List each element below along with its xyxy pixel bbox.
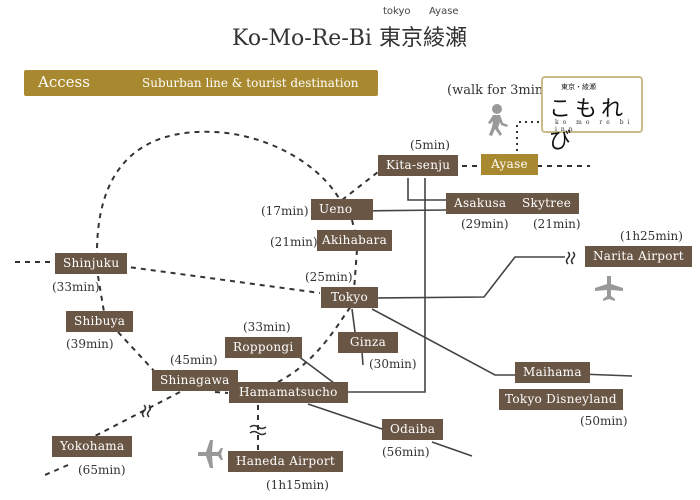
- odaiba-southeast-line: [431, 441, 473, 457]
- walking-person-icon: [488, 104, 508, 136]
- station-maihama[interactable]: Maihama: [515, 362, 590, 383]
- time-shinagawa: (45min): [170, 353, 218, 367]
- title-sub-tokyo: tokyo: [383, 6, 411, 17]
- tokyo-maihama-line: [371, 308, 515, 376]
- hotel-logo: 東京・綾瀬 こもれび ko mo re bi inn: [541, 76, 643, 154]
- station-narita-airport[interactable]: Narita Airport: [585, 246, 692, 267]
- akihabara-tokyo-line: [353, 249, 358, 291]
- title-kanji: 東京綾瀬: [378, 26, 467, 51]
- time-roppongi: (33min): [243, 320, 291, 334]
- station-yokohama[interactable]: Yokohama: [52, 436, 133, 457]
- access-banner: Access Suburban line & tourist destinati…: [24, 70, 378, 96]
- time-odaiba: (56min): [382, 445, 430, 459]
- station-shibuya[interactable]: Shibuya: [66, 311, 134, 332]
- title-sub-ayase: Ayase: [429, 6, 459, 17]
- walk-path: [516, 121, 540, 152]
- station-asakusa[interactable]: Asakusa: [446, 193, 515, 214]
- station-ginza[interactable]: Ginza: [338, 332, 398, 353]
- station-roppongi[interactable]: Roppongi: [225, 337, 302, 358]
- time-narita-airport: (1h25min): [620, 229, 683, 243]
- station-ueno[interactable]: Ueno: [311, 199, 373, 220]
- time-tokyo: (25min): [305, 270, 353, 284]
- station-shinjuku[interactable]: Shinjuku: [55, 253, 128, 274]
- title-latin: Ko-Mo-Re-Bi: [232, 26, 372, 51]
- walk-note: (walk for 3min): [447, 83, 549, 98]
- narita-break-icon: [565, 251, 576, 265]
- station-tokyo-disneyland[interactable]: Tokyo Disneyland: [499, 389, 623, 410]
- tokyo-ginza-line: [351, 308, 356, 333]
- station-haneda-airport[interactable]: Haneda Airport: [228, 451, 344, 472]
- station-tokyo[interactable]: Tokyo: [321, 287, 378, 308]
- yokohama-break-icon: [141, 404, 152, 418]
- distance-break-icons: [141, 251, 576, 436]
- time-ginza: (30min): [369, 357, 417, 371]
- tokyo-narita-line: [376, 256, 565, 299]
- ueno-kitasenju-line: [341, 171, 379, 201]
- time-haneda-airport: (1h15min): [266, 478, 329, 492]
- hamamatsucho-tokyo-arc: [277, 304, 353, 383]
- time-kita-senju: (5min): [410, 138, 450, 152]
- time-ueno: (17min): [261, 204, 309, 218]
- station-hamamatsucho[interactable]: Hamamatsucho: [229, 382, 348, 403]
- time-asakusa: (29min): [461, 217, 509, 231]
- haneda-break-icon: [249, 424, 267, 436]
- time-yokohama: (65min): [78, 463, 126, 477]
- narita-plane-icon: [595, 276, 623, 301]
- time-skytree: (21min): [533, 217, 581, 231]
- time-shibuya: (39min): [66, 337, 114, 351]
- kitasenju-asakusa-line: [407, 178, 446, 201]
- station-odaiba[interactable]: Odaiba: [382, 419, 444, 440]
- banner-label: Access: [38, 73, 90, 91]
- station-kita-senju[interactable]: Kita-senju: [378, 155, 459, 176]
- banner-subtitle: Suburban line & tourist destination: [142, 76, 359, 90]
- yamanote-arc-north: [95, 130, 341, 259]
- shinagawa-yokohama-line: [67, 391, 181, 451]
- kitasenju-south-line: [289, 178, 426, 393]
- station-skytree[interactable]: Skytree: [514, 193, 580, 214]
- shibuya-shinagawa-line: [117, 331, 156, 373]
- yokohama-southwest-line: [44, 464, 69, 476]
- station-ayase[interactable]: Ayase: [481, 154, 538, 175]
- page-title: Ko-Mo-Re-Bi 東京綾瀬: [232, 20, 467, 52]
- time-shinjuku: (33min): [52, 280, 100, 294]
- hamamatsucho-odaiba-line: [307, 403, 386, 431]
- logo-top-text: 東京・綾瀬: [561, 83, 596, 91]
- station-shinagawa[interactable]: Shinagawa: [152, 370, 238, 391]
- time-akihabara: (21min): [270, 235, 318, 249]
- shinagawa-hamamatsucho-line: [214, 391, 229, 394]
- logo-bottom-text: ko mo re bi inn: [555, 119, 634, 133]
- logo-main-text: こもれび: [549, 97, 628, 154]
- time-tokyo-disneyland: (50min): [580, 414, 628, 428]
- haneda-plane-icon: [198, 440, 223, 468]
- station-akihabara[interactable]: Akihabara: [317, 230, 393, 251]
- shinjuku-tokyo-line: [120, 265, 321, 294]
- shinjuku-shibuya-line: [97, 275, 105, 313]
- ginza-south-line: [361, 351, 364, 366]
- dashed-lines: [15, 130, 590, 476]
